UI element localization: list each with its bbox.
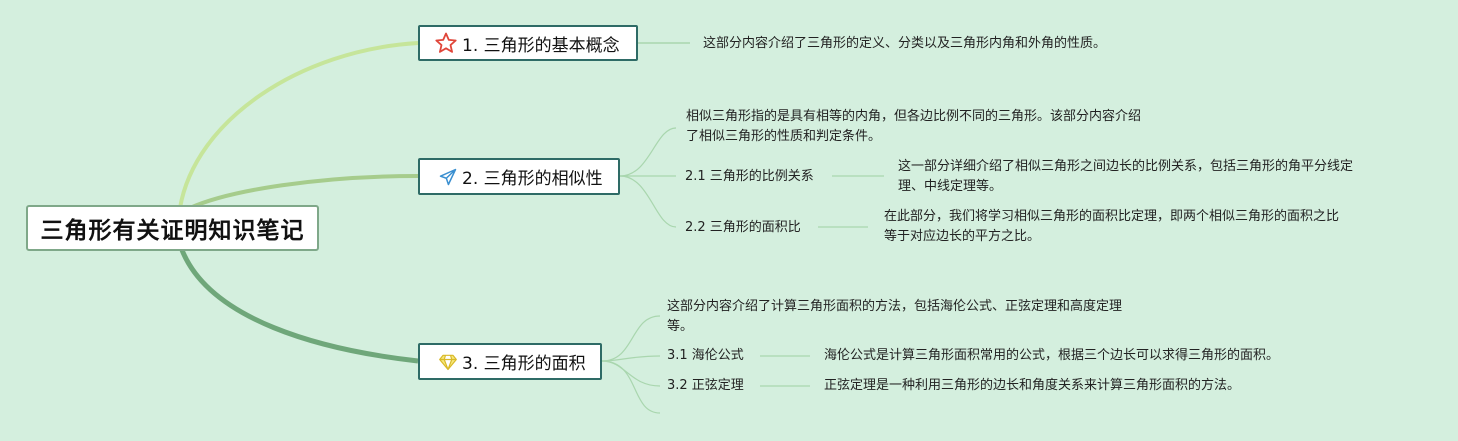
branch-3-connector	[179, 249, 419, 364]
topic2-note: 相似三角形指的是具有相等的内角，但各边比例不同的三角形。该部分内容介绍 了相似三…	[686, 109, 1142, 144]
topic3-sub1-connector	[601, 355, 661, 362]
topic-area[interactable]: 3. 三角形的面积	[418, 343, 602, 380]
subtopic-2-1-desc: 这一部分详细介绍了相似三角形之间边长的比例关系，包括三角形的角平分线定 理、中线…	[898, 159, 1354, 194]
topic3-note-connector	[601, 315, 661, 362]
subtopic-2-2-desc: 在此部分，我们将学习相似三角形的面积比定理，即两个相似三角形的面积之比 等于对应…	[884, 209, 1340, 244]
topic2-sub2-connector	[619, 175, 677, 228]
root-topic[interactable]: 三角形有关证明知识笔记	[26, 205, 319, 251]
diamond-icon	[439, 354, 457, 370]
topic-label: 3. 三角形的面积	[462, 354, 586, 374]
topic-label: 2. 三角形的相似性	[462, 169, 603, 189]
topic2-note-connector	[619, 127, 677, 177]
star-icon	[435, 32, 457, 53]
paper-plane-icon	[439, 168, 457, 185]
topic3-note: 这部分内容介绍了计算三角形面积的方法，包括海伦公式、正弦定理和高度定理 等。	[667, 299, 1123, 334]
subtopic-3-2[interactable]: 3.2 正弦定理	[667, 378, 744, 393]
topic-label: 1. 三角形的基本概念	[462, 35, 620, 56]
subtopic-3-1-desc: 海伦公式是计算三角形面积常用的公式，根据三个边长可以求得三角形的面积。	[824, 348, 1280, 363]
topic-basic-concepts[interactable]: 1. 三角形的基本概念	[418, 25, 638, 61]
subtopic-3-1[interactable]: 3.1 海伦公式	[667, 348, 744, 363]
branch-1-connector	[178, 41, 419, 209]
topic-similarity[interactable]: 2. 三角形的相似性	[418, 158, 620, 195]
subtopic-2-1[interactable]: 2.1 三角形的比例关系	[685, 169, 814, 184]
root-title: 三角形有关证明知识笔记	[40, 218, 305, 244]
subtopic-2-2[interactable]: 2.2 三角形的面积比	[685, 220, 801, 235]
topic1-note: 这部分内容介绍了三角形的定义、分类以及三角形内角和外角的性质。	[703, 36, 1107, 51]
branch-2-connector	[189, 174, 419, 210]
subtopic-3-2-desc: 正弦定理是一种利用三角形的边长和角度关系来计算三角形面积的方法。	[824, 378, 1241, 393]
topic3-extra-connector	[601, 360, 661, 414]
